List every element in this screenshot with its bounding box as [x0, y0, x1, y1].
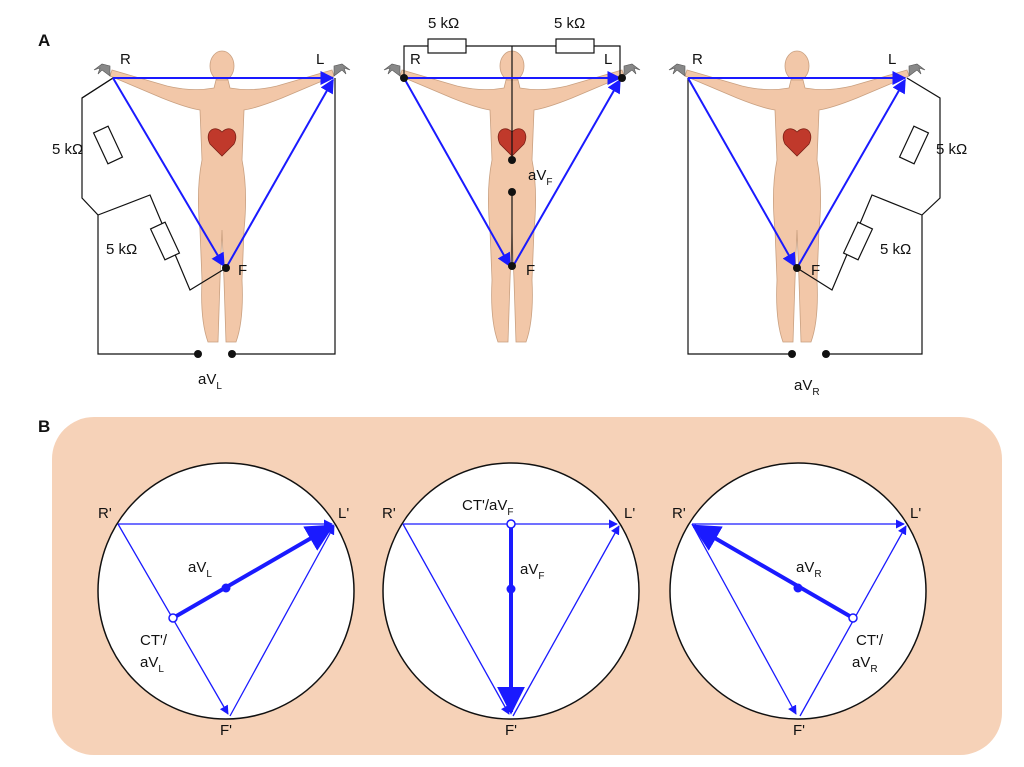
resistor-1-label: 5 kΩ [52, 141, 83, 158]
body-figure [668, 50, 926, 343]
resistor [898, 125, 930, 165]
ct-label-line1: CT'/ [856, 632, 884, 649]
diagram-b2-avf: R' L' F' CT'/aVF aVF [382, 462, 640, 739]
l-prime-label: L' [910, 505, 921, 522]
diagram-b3-avr: R' L' F' aVR CT'/ aVR [669, 462, 927, 739]
r-prime-label: R' [382, 505, 396, 522]
resistor [149, 221, 181, 261]
output-lead-label: aVR [794, 377, 820, 398]
f-prime-label: F' [793, 722, 805, 739]
f-prime-label: F' [220, 722, 232, 739]
resistor-2-label: 5 kΩ [554, 15, 585, 32]
resistor [427, 38, 467, 54]
electrode-f-label: F [811, 262, 820, 279]
l-prime-label: L' [624, 505, 635, 522]
output-lead-label: aVF [528, 167, 552, 188]
body-figure [93, 50, 351, 343]
diagram-a2-avf: R L F 5 kΩ 5 kΩ aVF [383, 15, 641, 343]
resistor [555, 38, 595, 54]
lead-vector [171, 524, 335, 620]
lead-vector [691, 524, 855, 620]
r-prime-label: R' [98, 505, 112, 522]
ct-label: CT'/aVF [462, 497, 513, 518]
vector-label: aVF [520, 561, 544, 582]
resistor-2-label: 5 kΩ [880, 241, 911, 258]
resistor-1-label: 5 kΩ [428, 15, 459, 32]
resistor [842, 221, 874, 261]
resistor [92, 125, 124, 165]
diagram-a1-avl: R L F 5 kΩ 5 kΩ aVL [52, 50, 351, 392]
ct-label-line2: aVR [852, 654, 878, 675]
electrode-l-label: L [604, 51, 612, 68]
diagram-a3-avr: R L F 5 kΩ 5 kΩ aVR [668, 50, 967, 398]
r-prime-label: R' [672, 505, 686, 522]
electrode-r-label: R [120, 51, 131, 68]
electrode-r-label: R [692, 51, 703, 68]
panel-a-label: A [38, 31, 50, 50]
resistor-2-label: 5 kΩ [106, 241, 137, 258]
resistor-1-label: 5 kΩ [936, 141, 967, 158]
electrode-l-label: L [888, 51, 896, 68]
f-prime-label: F' [505, 722, 517, 739]
electrode-r-label: R [410, 51, 421, 68]
output-lead-label: aVL [198, 371, 222, 392]
ct-label-line2: aVL [140, 654, 164, 675]
electrode-f-label: F [526, 262, 535, 279]
vector-label: aVR [796, 559, 822, 580]
diagram-b1-avl: R' L' F' aVL CT'/ aVL [97, 462, 355, 739]
electrode-l-label: L [316, 51, 324, 68]
panel-b-label: B [38, 417, 50, 436]
electrode-f-label: F [238, 262, 247, 279]
l-prime-label: L' [338, 505, 349, 522]
ct-label-line1: CT'/ [140, 632, 168, 649]
vector-label: aVL [188, 559, 212, 580]
